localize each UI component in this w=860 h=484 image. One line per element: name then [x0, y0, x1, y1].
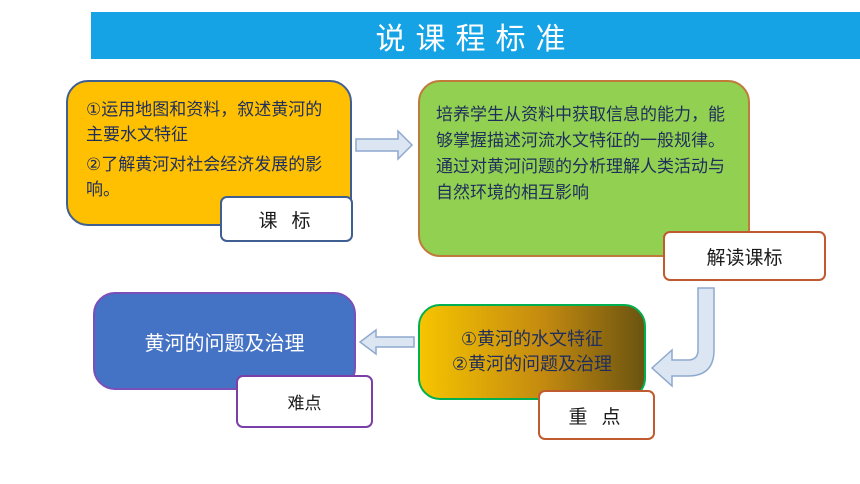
key-points-box: ①黄河的水文特征 ②黄河的问题及治理	[418, 304, 646, 400]
key-points-tag: 重 点	[538, 390, 655, 440]
key-point-2: ②黄河的问题及治理	[451, 354, 613, 375]
difficulty-box: 黄河的问题及治理	[93, 292, 356, 390]
difficulty-text: 黄河的问题及治理	[144, 330, 305, 355]
interpretation-box: 培养学生从资料中获取信息的能力，能够掌握描述河流水文特征的一般规律。通过对黄河问…	[418, 80, 750, 257]
standard-line-1: ①运用地图和资料，叙述黄河的主要水文特征	[86, 100, 323, 145]
left-arrow	[358, 328, 415, 356]
standard-line-2: ②了解黄河对社会经济发展的影响。	[86, 155, 323, 200]
page-title: 说课程标准	[91, 12, 860, 59]
key-point-1: ①黄河的水文特征	[460, 329, 604, 350]
curriculum-standard-tag: 课 标	[220, 196, 353, 242]
difficulty-tag: 难点	[236, 375, 373, 428]
right-arrow	[355, 129, 414, 161]
interpretation-text: 培养学生从资料中获取信息的能力，能够掌握描述河流水文特征的一般规律。通过对黄河问…	[436, 105, 725, 203]
u-turn-arrow	[650, 287, 715, 388]
interpretation-tag: 解读课标	[663, 231, 826, 281]
